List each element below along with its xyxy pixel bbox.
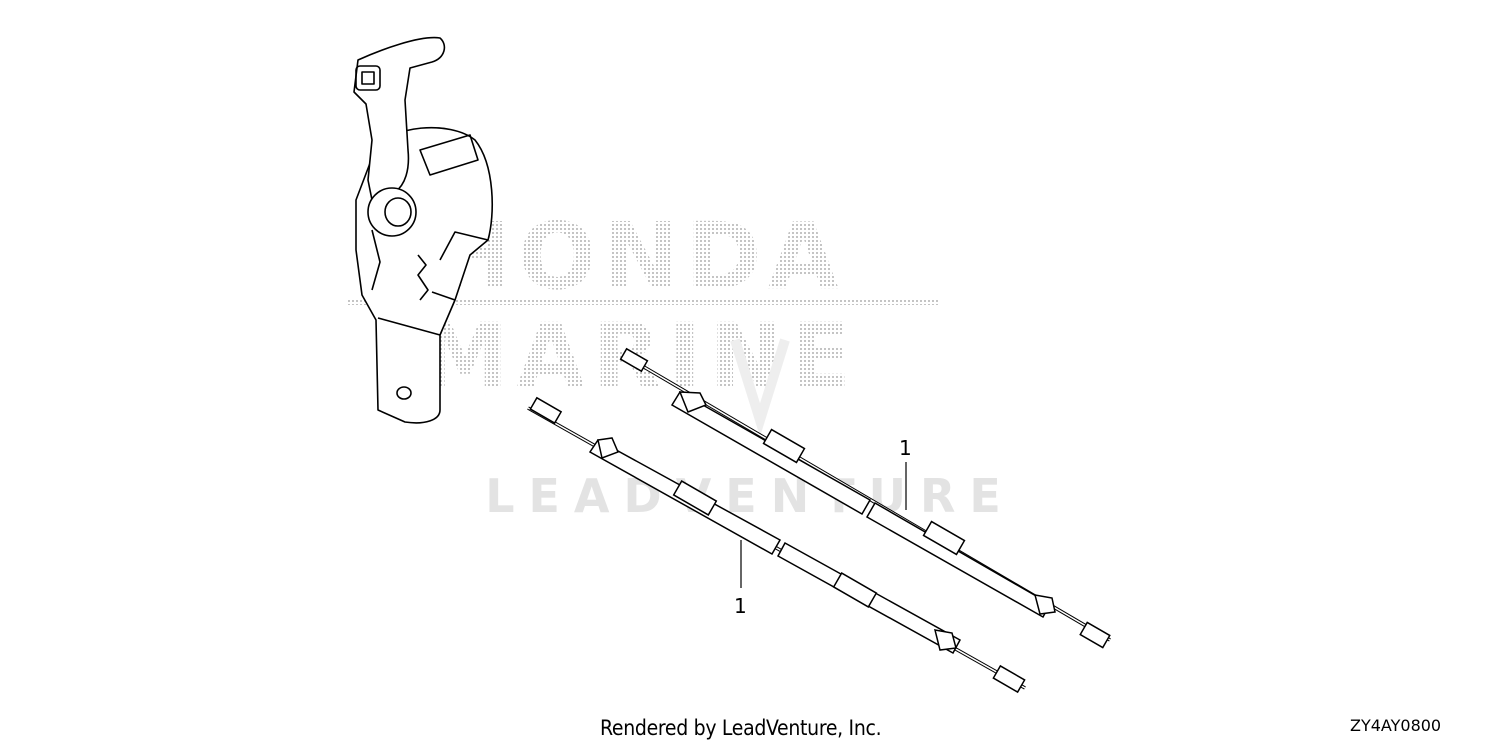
- watermark-honda: HONDA: [435, 203, 845, 310]
- callout-number[interactable]: 1: [734, 594, 747, 618]
- diagram-code: ZY4AY0800: [1350, 716, 1442, 735]
- callout-number[interactable]: 1: [899, 436, 912, 460]
- leadventure-watermark: LEADVENTURE: [485, 469, 1015, 523]
- leadventure-logo-mark: [730, 338, 790, 437]
- watermark-marine: MARINE: [421, 304, 859, 407]
- footer-credit: Rendered by LeadVenture, Inc.: [600, 716, 882, 740]
- watermark-rule: [348, 300, 938, 305]
- remote-control-box: [353, 36, 494, 424]
- control-cable-upper: [619, 347, 1111, 649]
- control-cable-lower: [527, 396, 1026, 694]
- honda-marine-watermark: HONDA MARINE: [348, 203, 938, 407]
